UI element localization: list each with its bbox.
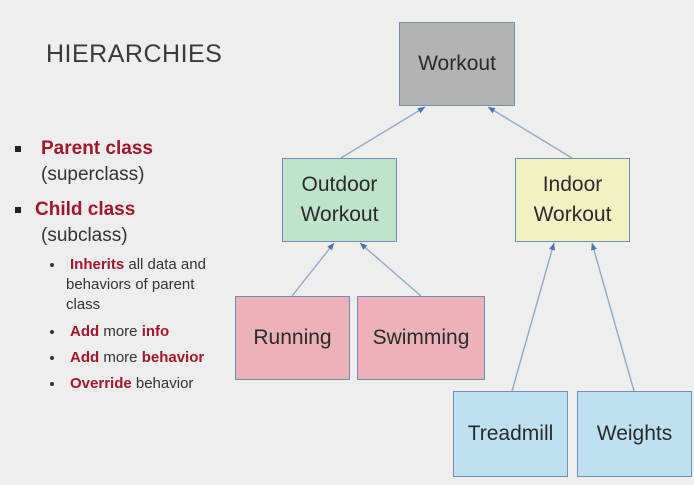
inherits-text-1: all data and (124, 256, 206, 273)
bullet-dot (50, 356, 54, 360)
edge-treadmill-to-indoor-arrowhead (549, 243, 555, 251)
slide-title: HIERARCHIES (46, 40, 223, 68)
node-outdoor-workout: Outdoor Workout (282, 158, 397, 242)
node-weights: Weights (577, 391, 692, 477)
edge-outdoor-to-workout (340, 106, 426, 159)
node-workout-label: Workout (418, 52, 496, 75)
bullet-dot (50, 330, 54, 334)
override-emph: Override (70, 375, 132, 392)
edge-swimming-to-outdoor (359, 242, 422, 297)
edge-indoor-to-workout (487, 106, 573, 159)
inherits-text-3: class (66, 296, 101, 313)
edge-swimming-to-outdoor-arrowhead (360, 243, 368, 250)
override-item: Override behavior (70, 374, 193, 393)
child-class-label: Child class (35, 199, 136, 220)
bullet-square (15, 207, 21, 213)
inherits-emph: Inherits (70, 256, 125, 273)
node-swimming: Swimming (357, 296, 485, 380)
parent-class-sub: (superclass) (41, 164, 145, 185)
node-treadmill-label: Treadmill (467, 422, 554, 445)
node-outdoor-label-1: Outdoor (301, 173, 378, 196)
inherits-text-2: behaviors of parent (66, 276, 195, 293)
behavior-emph: behavior (141, 349, 205, 366)
node-outdoor-label-2: Workout (300, 203, 379, 226)
node-running: Running (235, 296, 350, 380)
bullet-list: Parent class (superclass) Child class (s… (0, 0, 260, 485)
node-treadmill: Treadmill (453, 391, 568, 477)
node-workout: Workout (399, 22, 515, 106)
edge-treadmill-to-indoor (511, 242, 555, 392)
child-class-sub: (subclass) (41, 225, 128, 246)
edge-running-to-outdoor (291, 242, 335, 297)
add-mid: more (99, 323, 142, 340)
edge-weights-to-indoor (591, 242, 635, 392)
edge-weights-to-indoor-arrowhead (591, 243, 597, 251)
inherits-item: Inherits all data and (70, 255, 250, 274)
add-mid: more (99, 349, 142, 366)
add-info-item: Add more info (70, 322, 169, 341)
parent-class-label: Parent class (41, 138, 153, 159)
edge-indoor-to-workout-arrowhead (488, 107, 496, 114)
node-indoor-label-1: Indoor (542, 173, 603, 196)
bullet-dot (50, 382, 54, 386)
bullet-dot (50, 263, 54, 267)
node-swimming-label: Swimming (372, 326, 470, 349)
add-behavior-item: Add more behavior (70, 348, 204, 367)
bullet-square (15, 146, 21, 152)
node-indoor-label-2: Workout (533, 203, 612, 226)
info-emph: info (141, 323, 170, 340)
node-running-label: Running (253, 326, 332, 349)
node-weights-label: Weights (596, 422, 673, 445)
add-emph: Add (70, 349, 100, 366)
node-indoor-workout: Indoor Workout (515, 158, 630, 242)
override-text: behavior (131, 375, 194, 392)
edge-running-to-outdoor-arrowhead (327, 243, 334, 251)
add-emph: Add (70, 323, 100, 340)
edge-outdoor-to-workout-arrowhead (417, 107, 425, 114)
